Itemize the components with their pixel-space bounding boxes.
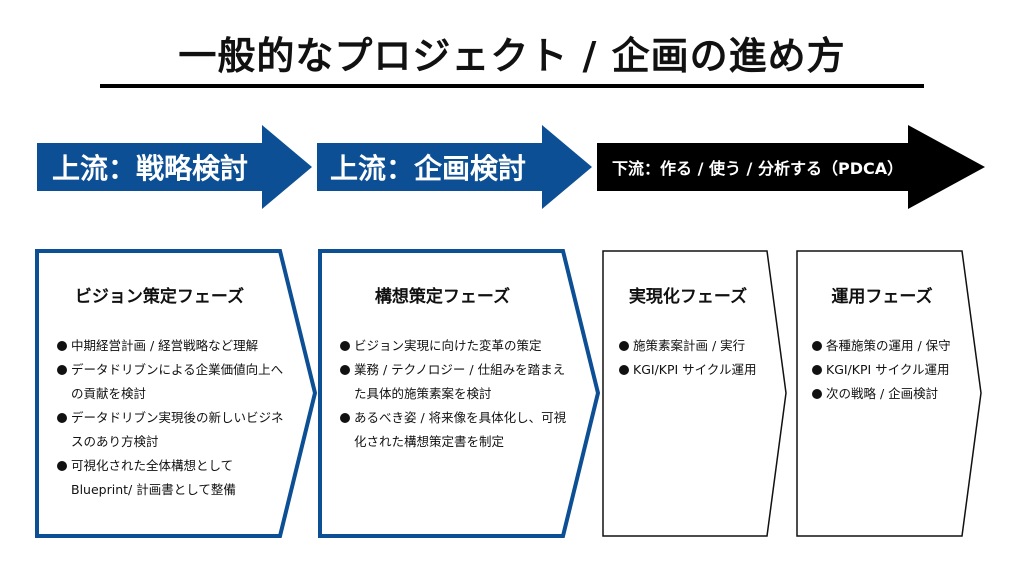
phase-realization-title: 実現化フェーズ (628, 287, 748, 307)
page-title: 一般的なプロジェクト / 企画の進め方 (178, 34, 846, 78)
card-realization-shape (602, 250, 787, 537)
list-item: 次の戦略 / 企画検討 (812, 382, 972, 406)
arrow-strategy-label: 上流：戦略検討 (52, 152, 249, 185)
list-item: 可視化された全体構想としてBlueprint/ 計画書として整備 (57, 454, 289, 502)
list-item: 施策素案計画 / 実行 (619, 334, 779, 358)
arrow-strategy-shape (37, 125, 312, 209)
arrow-downstream-shape (597, 125, 985, 209)
list-item: ビジョン実現に向けた変革の策定 (340, 334, 572, 358)
list-item: KGI/KPI サイクル運用 (812, 358, 972, 382)
list-item: 業務 / テクノロジー / 仕組みを踏まえた具体的施策素案を検討 (340, 358, 572, 406)
list-item: データドリブン実現後の新しいビジネスのあり方検討 (57, 406, 289, 454)
arrow-planning-label: 上流：企画検討 (330, 152, 527, 185)
list-item: 各種施策の運用 / 保守 (812, 334, 972, 358)
phase-concept-list: ビジョン実現に向けた変革の策定 業務 / テクノロジー / 仕組みを踏まえた具体… (340, 334, 572, 454)
list-item: KGI/KPI サイクル運用 (619, 358, 779, 382)
card-vision-shape (35, 249, 318, 538)
phase-concept-title: 構想策定フェーズ (374, 287, 511, 307)
card-operation-shape (796, 250, 982, 537)
phase-vision-title: ビジョン策定フェーズ (74, 287, 245, 307)
arrow-downstream-label: 下流：作る / 使う / 分析する（PDCA） (612, 159, 904, 178)
card-concept-shape (318, 249, 601, 538)
list-item: 中期経営計画 / 経営戦略など理解 (57, 334, 289, 358)
list-item: あるべき姿 / 将来像を具体化し、可視化された構想策定書を制定 (340, 406, 572, 454)
phase-operation-list: 各種施策の運用 / 保守 KGI/KPI サイクル運用 次の戦略 / 企画検討 (812, 334, 972, 406)
arrow-planning-shape (317, 125, 592, 209)
title-underline (100, 84, 924, 88)
phase-operation-title: 運用フェーズ (831, 287, 933, 307)
list-item: データドリブンによる企業価値向上への貢献を検討 (57, 358, 289, 406)
phase-vision-list: 中期経営計画 / 経営戦略など理解 データドリブンによる企業価値向上への貢献を検… (57, 334, 289, 502)
phase-realization-list: 施策素案計画 / 実行 KGI/KPI サイクル運用 (619, 334, 779, 382)
